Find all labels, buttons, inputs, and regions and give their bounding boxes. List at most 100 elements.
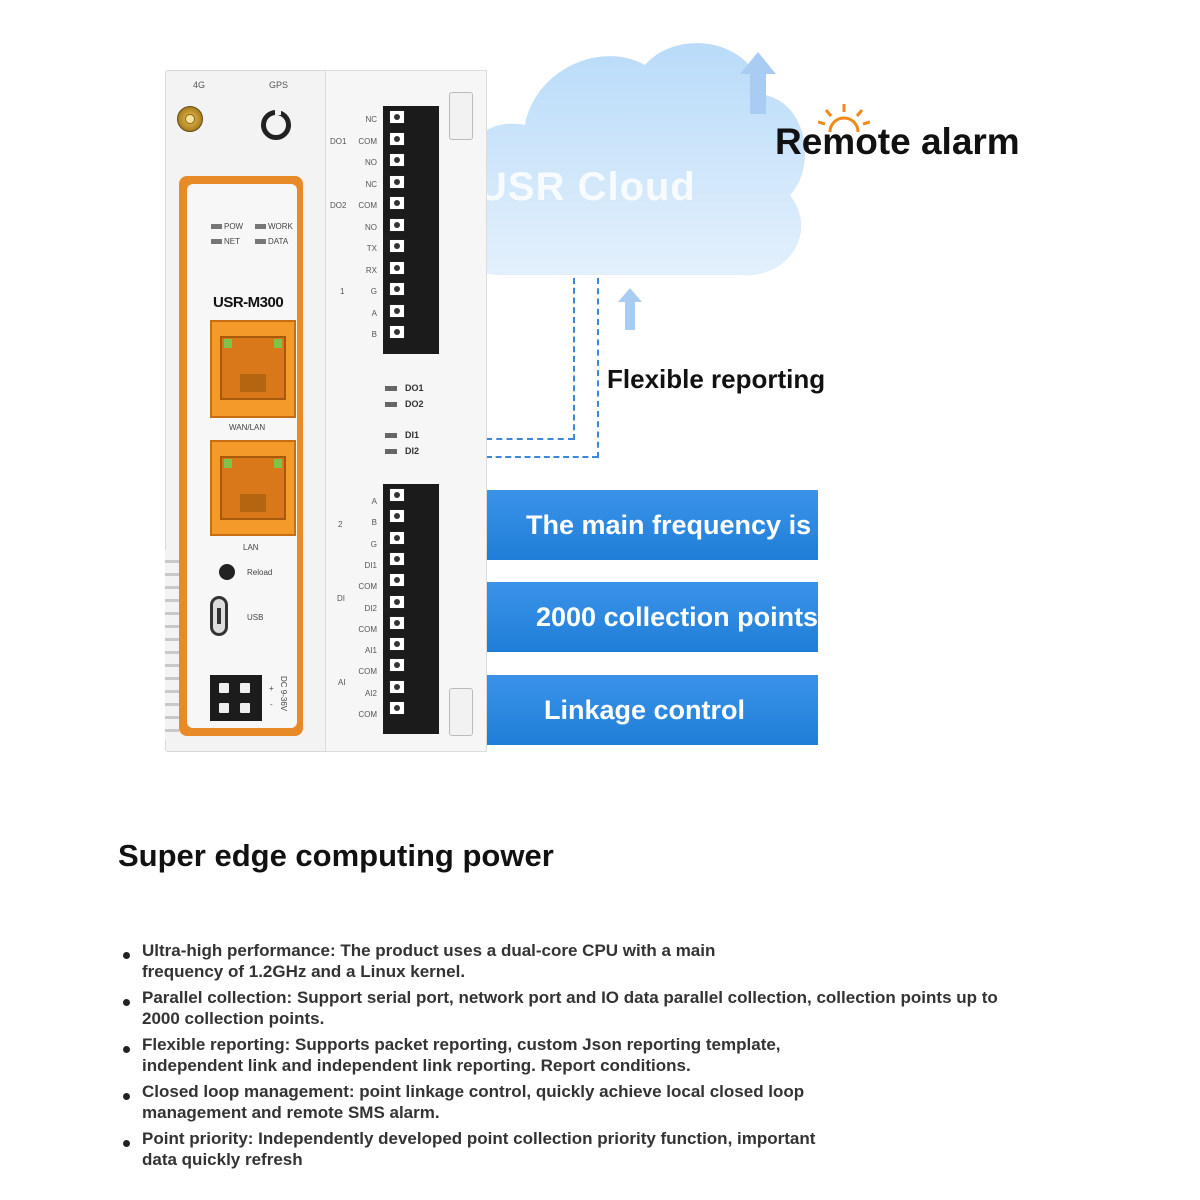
list-item: Flexible reporting: Supports packet repo…: [118, 1034, 882, 1076]
terminal-label: COM: [358, 582, 377, 592]
feature-banner-text: Linkage control: [544, 694, 746, 725]
terminal-label: A: [371, 497, 377, 506]
terminal-label: NC: [365, 115, 377, 124]
connector-line: [486, 456, 598, 458]
terminal-label: NC: [365, 179, 377, 189]
lan-port: [210, 440, 296, 536]
feature-banner: Linkage control: [486, 675, 818, 745]
terminal-screw: [389, 530, 405, 545]
terminal-label: AI1: [364, 646, 377, 656]
list-item: Point priority: Independently developed …: [118, 1128, 842, 1170]
antenna-gps-label: GPS: [269, 80, 289, 90]
terminal-screw: [389, 594, 405, 609]
arrow-up-icon: [740, 52, 776, 114]
gps-connector-icon: [261, 109, 291, 140]
lan-label: LAN: [243, 543, 259, 552]
terminal-screw: [389, 131, 405, 146]
terminal-label: COM: [358, 624, 377, 634]
terminal-screw: [389, 325, 405, 339]
upper-clip: [449, 92, 473, 140]
terminal-screw: [389, 303, 405, 318]
indicator-di1: DI1: [385, 430, 419, 440]
feature-banner: 2000 collection points: [486, 582, 818, 652]
antenna-4g-connector: [177, 106, 203, 132]
terminal-label: NO: [365, 222, 377, 232]
terminal-screw: [389, 110, 405, 124]
flexible-reporting-label: Flexible reporting: [607, 364, 826, 394]
antenna-4g-label: 4G: [193, 80, 206, 90]
terminal-screw: [389, 679, 405, 694]
arrow-up-icon: [618, 288, 642, 330]
usr-m300-device: 4G GPS POW WORK NET DATA USR-M300 WAN/LA…: [165, 70, 490, 752]
terminal-screw: [389, 217, 405, 232]
feature-list: Ultra-high performance: The product uses…: [118, 940, 1018, 1175]
terminal-label: G: [370, 287, 377, 296]
lower-terminal-block: [383, 484, 439, 734]
connector-line: [573, 278, 575, 440]
cloud-label: USR Cloud: [478, 165, 696, 209]
terminal-screw: [389, 551, 405, 566]
power-rating-label: DC 9-36V: [279, 676, 288, 712]
feature-banner-text: The main frequency is 1.2GHz: [526, 509, 911, 540]
usb-label: USB: [247, 613, 264, 622]
terminal-screw: [389, 573, 405, 588]
terminal-screw: [389, 615, 405, 630]
list-item: Ultra-high performance: The product uses…: [118, 940, 762, 982]
power-plus-sign: +: [269, 684, 274, 693]
group-label: 1: [340, 287, 345, 296]
terminal-screw: [389, 488, 405, 502]
status-led-work: WORK: [255, 222, 293, 231]
terminal-label: G: [370, 539, 377, 549]
terminal-screw: [389, 637, 405, 652]
list-item: Parallel collection: Support serial port…: [118, 987, 1002, 1029]
terminal-label: COM: [358, 201, 377, 210]
group-label: AI: [338, 678, 346, 687]
terminal-label: COM: [358, 136, 377, 146]
alarm-icon: [818, 104, 870, 132]
remote-alarm-label: Remote alarm: [775, 121, 1020, 162]
terminal-screw: [389, 282, 405, 296]
connector-line: [486, 438, 574, 440]
section-title: Super edge computing power: [118, 838, 554, 873]
indicator-di2: DI2: [385, 446, 419, 456]
terminal-screw: [389, 239, 405, 253]
cloud-graphic: [453, 43, 805, 276]
indicator-do2: DO2: [385, 399, 424, 409]
terminal-label: B: [371, 518, 377, 528]
status-led-pow: POW: [211, 222, 243, 231]
feature-banner: The main frequency is 1.2GHz: [486, 490, 910, 560]
connector-line: [597, 278, 599, 458]
wan-lan-label: WAN/LAN: [229, 423, 266, 432]
group-label: DO1: [330, 137, 347, 146]
usb-port: [210, 596, 228, 636]
terminal-screw: [389, 174, 405, 189]
feature-banner-text: 2000 collection points: [536, 601, 819, 632]
group-label: DI: [337, 594, 345, 603]
terminal-screw: [389, 701, 405, 715]
terminal-screw: [389, 509, 405, 524]
terminal-label: AI2: [364, 688, 377, 698]
upper-terminal-block: [383, 106, 439, 354]
group-label: 2: [338, 520, 343, 529]
terminal-screw: [389, 196, 405, 210]
terminal-screw: [389, 260, 405, 275]
terminal-label: DI1: [364, 560, 377, 570]
status-led-net: NET: [211, 237, 240, 246]
power-terminal: [210, 675, 262, 721]
vent-teeth: [165, 550, 179, 740]
wan-lan-port: [210, 320, 296, 418]
terminal-screw: [389, 153, 405, 167]
terminal-label: COM: [358, 710, 377, 719]
terminal-label: A: [371, 308, 377, 318]
status-led-data: DATA: [255, 237, 288, 246]
terminal-label: NO: [365, 158, 377, 167]
reload-label: Reload: [247, 568, 273, 577]
terminal-label: RX: [365, 265, 377, 275]
list-item: Closed loop management: point linkage co…: [118, 1081, 842, 1123]
power-minus-sign: -: [270, 700, 273, 709]
reload-button: [219, 564, 235, 580]
terminal-label: TX: [366, 244, 377, 253]
indicator-do1: DO1: [385, 383, 424, 393]
model-name: USR-M300: [213, 294, 284, 311]
terminal-screw: [389, 658, 405, 673]
